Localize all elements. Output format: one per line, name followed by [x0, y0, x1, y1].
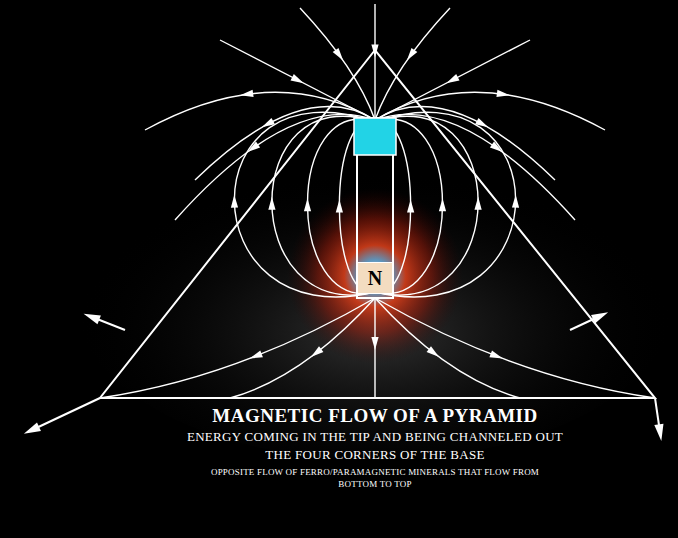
field-line [195, 107, 375, 181]
arrowhead [311, 346, 324, 357]
field-line [230, 298, 375, 398]
field-line [375, 107, 555, 181]
arrowhead [333, 48, 344, 61]
arrowhead [240, 90, 253, 97]
title-holder: MAGNETIC FLOW OF A PYRAMID [95, 403, 655, 429]
pyramid-outline [100, 50, 655, 398]
arrowhead [84, 314, 101, 324]
arrowhead [439, 198, 446, 211]
field-line [375, 92, 605, 130]
arrowhead [407, 200, 414, 213]
arrowhead [268, 197, 275, 210]
arrowhead [475, 118, 488, 127]
arrowhead [304, 198, 311, 211]
arrowhead [371, 44, 378, 57]
arrowhead [247, 142, 260, 152]
arrowhead [489, 351, 502, 359]
north-pole-box: N [357, 262, 393, 294]
field-line [100, 298, 375, 398]
field-lines [32, 4, 660, 432]
note: OPPOSITE FLOW OF FERRO/PARAMAGNETIC MINE… [210, 466, 540, 490]
arrowhead [336, 200, 343, 213]
outflow-arrow [32, 398, 100, 430]
arrowhead [371, 337, 378, 350]
arrowhead [490, 142, 503, 152]
arrowhead [496, 90, 509, 97]
arrowhead [427, 346, 440, 357]
pole-letter: N [368, 267, 382, 290]
red-glow [287, 188, 463, 364]
arrowhead [446, 74, 459, 83]
arrowhead [591, 312, 608, 323]
arrowhead [407, 48, 418, 61]
field-line [375, 298, 520, 398]
field-line [145, 92, 375, 130]
field-line [375, 114, 575, 220]
arrowhead [250, 350, 263, 358]
field-line [375, 298, 655, 398]
arrowhead [654, 424, 663, 441]
arrowhead [262, 118, 275, 127]
arrowhead [291, 74, 304, 83]
arrowhead [24, 423, 41, 434]
caption-holder: ENERGY COMING IN THE TIP AND BEING CHANN… [175, 428, 575, 463]
arrowhead [474, 197, 481, 210]
note-holder: OPPOSITE FLOW OF FERRO/PARAMAGNETIC MINE… [210, 466, 540, 490]
field-line [374, 4, 375, 120]
title: MAGNETIC FLOW OF A PYRAMID [95, 403, 655, 429]
arrowheads [24, 44, 664, 441]
arrowhead [512, 195, 519, 208]
background-halo [75, 140, 675, 460]
caption: ENERGY COMING IN THE TIP AND BEING CHANN… [175, 428, 575, 463]
arrowhead [231, 195, 238, 208]
south-pole-box [354, 118, 396, 155]
field-line [175, 114, 375, 220]
